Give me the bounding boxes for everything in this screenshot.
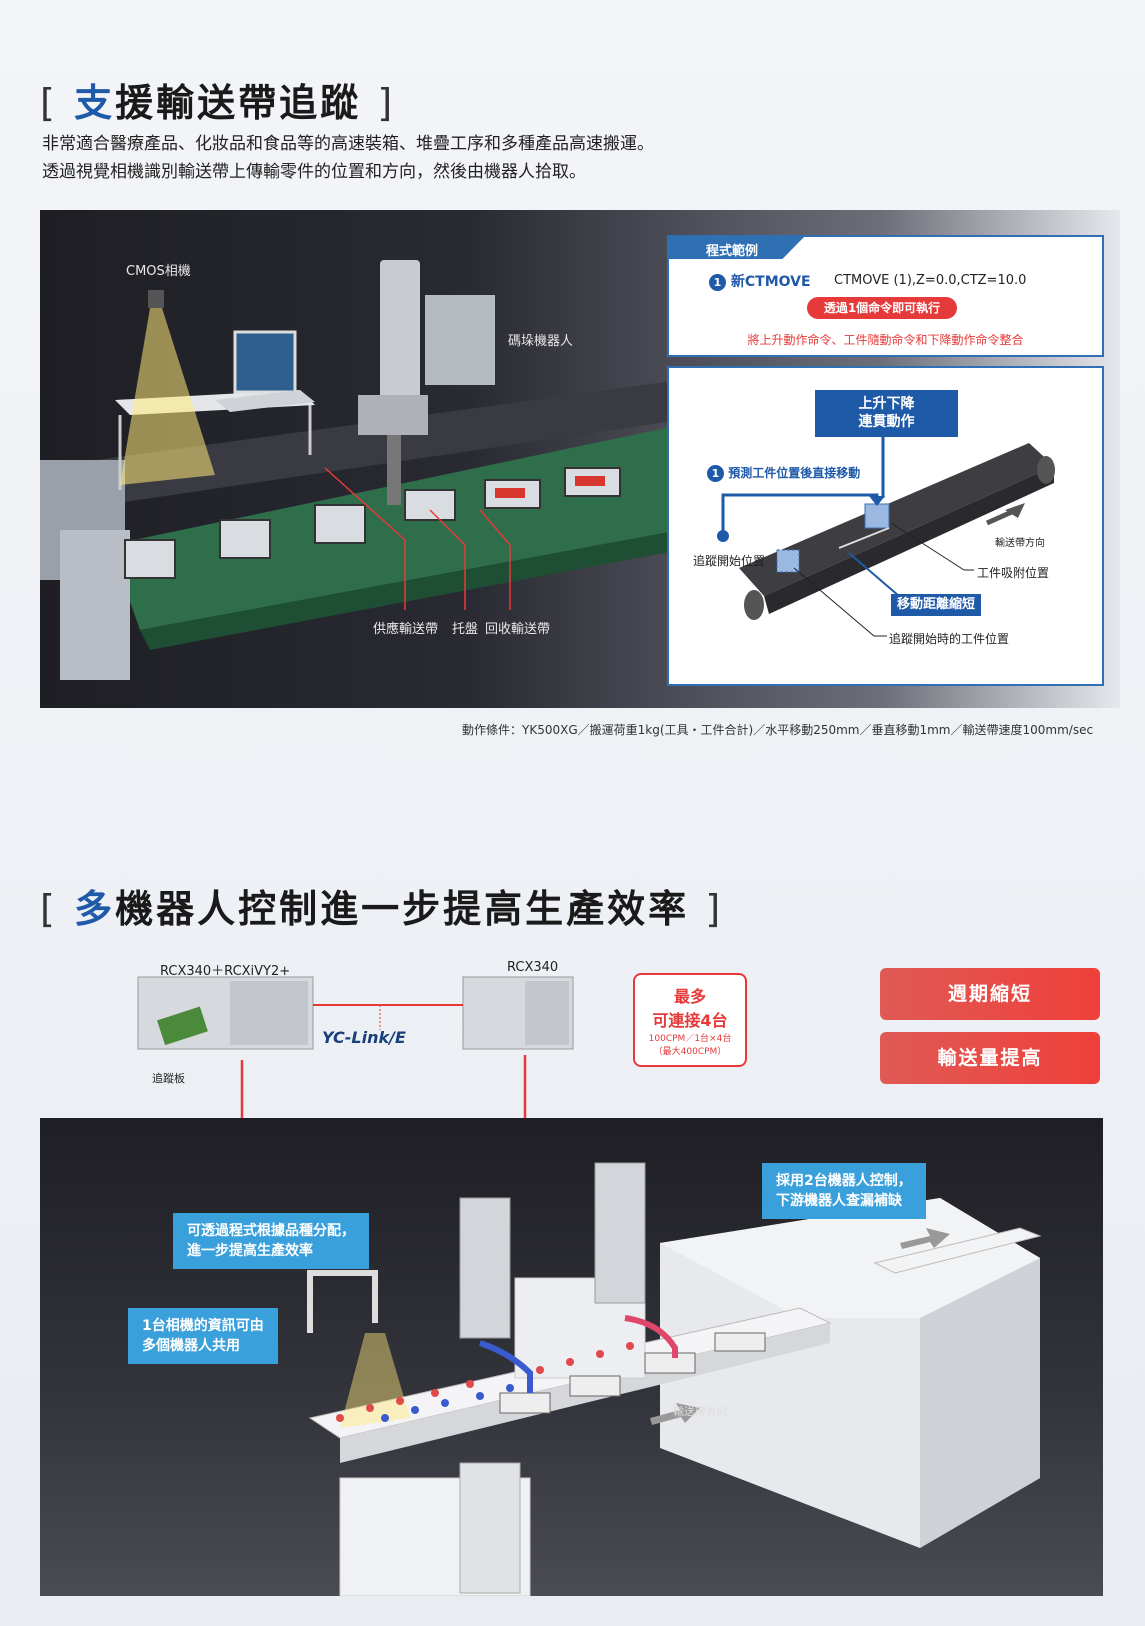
intro-line-2: 透過視覺相機識別輸送帶上傳輸零件的位置和方向，然後由機器人拾取。: [42, 162, 586, 182]
conveyor-tracking-illustration: CMOS相機 碼垛機器人 供應輸送帶 托盤 回收輸送帶 程式範例 1 新CTMO…: [40, 210, 1120, 708]
single-command-pill: 透過1個命令即可執行: [807, 297, 957, 319]
step-number-badge: 1: [709, 274, 726, 291]
assign-by-program-bubble: 可透過程式根據品種分配， 進一步提高生產效率: [173, 1213, 369, 1269]
yc-link-logo: YC-Link/E: [322, 1028, 406, 1047]
tracking-belt-graphic: [717, 433, 1055, 637]
cycle-shortened-badge: 週期縮短: [880, 968, 1100, 1020]
camera-label: CMOS相機: [126, 264, 191, 279]
conveyor-direction-label: 輸送帶方向: [673, 1405, 728, 1418]
throughput-increased-badge: 輸送量提高: [880, 1032, 1100, 1084]
code-example-box: 程式範例 1 新CTMOVE CTMOVE (1),Z=0.0,CTZ=10.0…: [667, 235, 1104, 357]
shared-camera-bubble: 1台相機的資訊可由 多個機器人共用: [128, 1308, 278, 1364]
return-conveyor-label: 回收輸送帶: [485, 622, 551, 637]
section1-intro: 非常適合醫療產品、化妝品和食品等的高速裝箱、堆疊工序和多種產品高速搬運。 透過視…: [42, 130, 654, 186]
multi-robot-scene-graphic: [307, 1162, 1042, 1596]
code-example-tab-label: 程式範例: [706, 244, 759, 259]
continuous-motion-box: 上升下降 連貫動作: [815, 390, 958, 437]
tracking-start-workpiece-label: 追蹤開始時的工件位置: [889, 632, 1010, 646]
tracking-diagram-box: 上升下降 連貫動作 1 預測工件位置後直接移動 追蹤開始位置 輸送帶方向 工件吸…: [667, 366, 1104, 686]
tracking-board-label: 追蹤板: [152, 1072, 185, 1085]
two-robot-bubble: 採用2台機器人控制， 下游機器人查漏補缺: [762, 1163, 926, 1219]
conveyor-scene-graphic: [40, 260, 680, 680]
intro-line-1: 非常適合醫療產品、化妝品和食品等的高速裝箱、堆疊工序和多種產品高速搬運。: [42, 134, 654, 154]
section2-title: [ 多機器人控制進一步提高生產效率 ]: [40, 887, 724, 931]
tray-label: 托盤: [452, 622, 479, 637]
suction-position-label: 工件吸附位置: [977, 566, 1050, 580]
section1-title: [ 支援輸送帶追蹤 ]: [40, 81, 396, 125]
supply-conveyor-label: 供應輸送帶: [373, 622, 439, 637]
ctmove-code: CTMOVE (1),Z=0.0,CTZ=10.0: [834, 273, 1027, 288]
controller2-label: RCX340: [507, 960, 559, 975]
controller1-label: RCX340＋RCXiVY2+: [160, 964, 291, 979]
multi-robot-illustration: 可透過程式根據品種分配， 進一步提高生產效率 1台相機的資訊可由 多個機器人共用…: [40, 1118, 1103, 1596]
code-example-tab: [669, 237, 804, 259]
controllers-graphic: [137, 976, 574, 1050]
ctmove-command: 1 新CTMOVE: [709, 271, 811, 291]
code-note: 將上升動作命令、工件隨動命令和下降動作命令整合: [747, 333, 1024, 347]
operating-conditions: 動作條件：YK500XG／搬運荷重1kg(工具・工件合計)／水平移動250mm／…: [462, 723, 1094, 737]
predict-move-label: 1 預測工件位置後直接移動: [707, 464, 860, 482]
robot-label: 碼垛機器人: [508, 334, 574, 349]
conveyor-direction-label: 輸送帶方向: [995, 538, 1045, 549]
step-number-badge: 1: [707, 465, 724, 482]
tracking-start-position-label: 追蹤開始位置: [693, 554, 766, 568]
max-connection-callout: 最多 可連接4台 100CPM／1台×4台 （最大400CPM）: [633, 973, 747, 1067]
distance-shortened-badge: 移動距離縮短: [891, 594, 981, 616]
